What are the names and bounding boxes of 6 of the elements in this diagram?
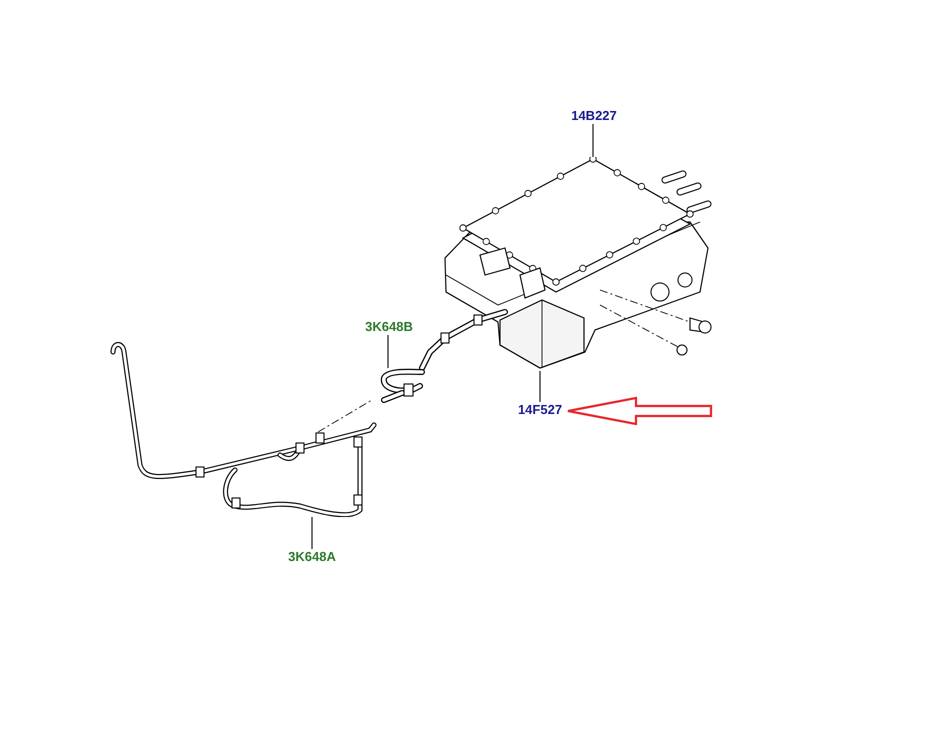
leader-line bbox=[592, 124, 594, 158]
callout-arrow bbox=[566, 396, 712, 426]
part-number: 14F527 bbox=[518, 402, 562, 417]
part-number: 3K648B bbox=[365, 319, 413, 334]
part-number: 3K648A bbox=[288, 549, 336, 564]
part-number: 14B227 bbox=[571, 108, 617, 123]
